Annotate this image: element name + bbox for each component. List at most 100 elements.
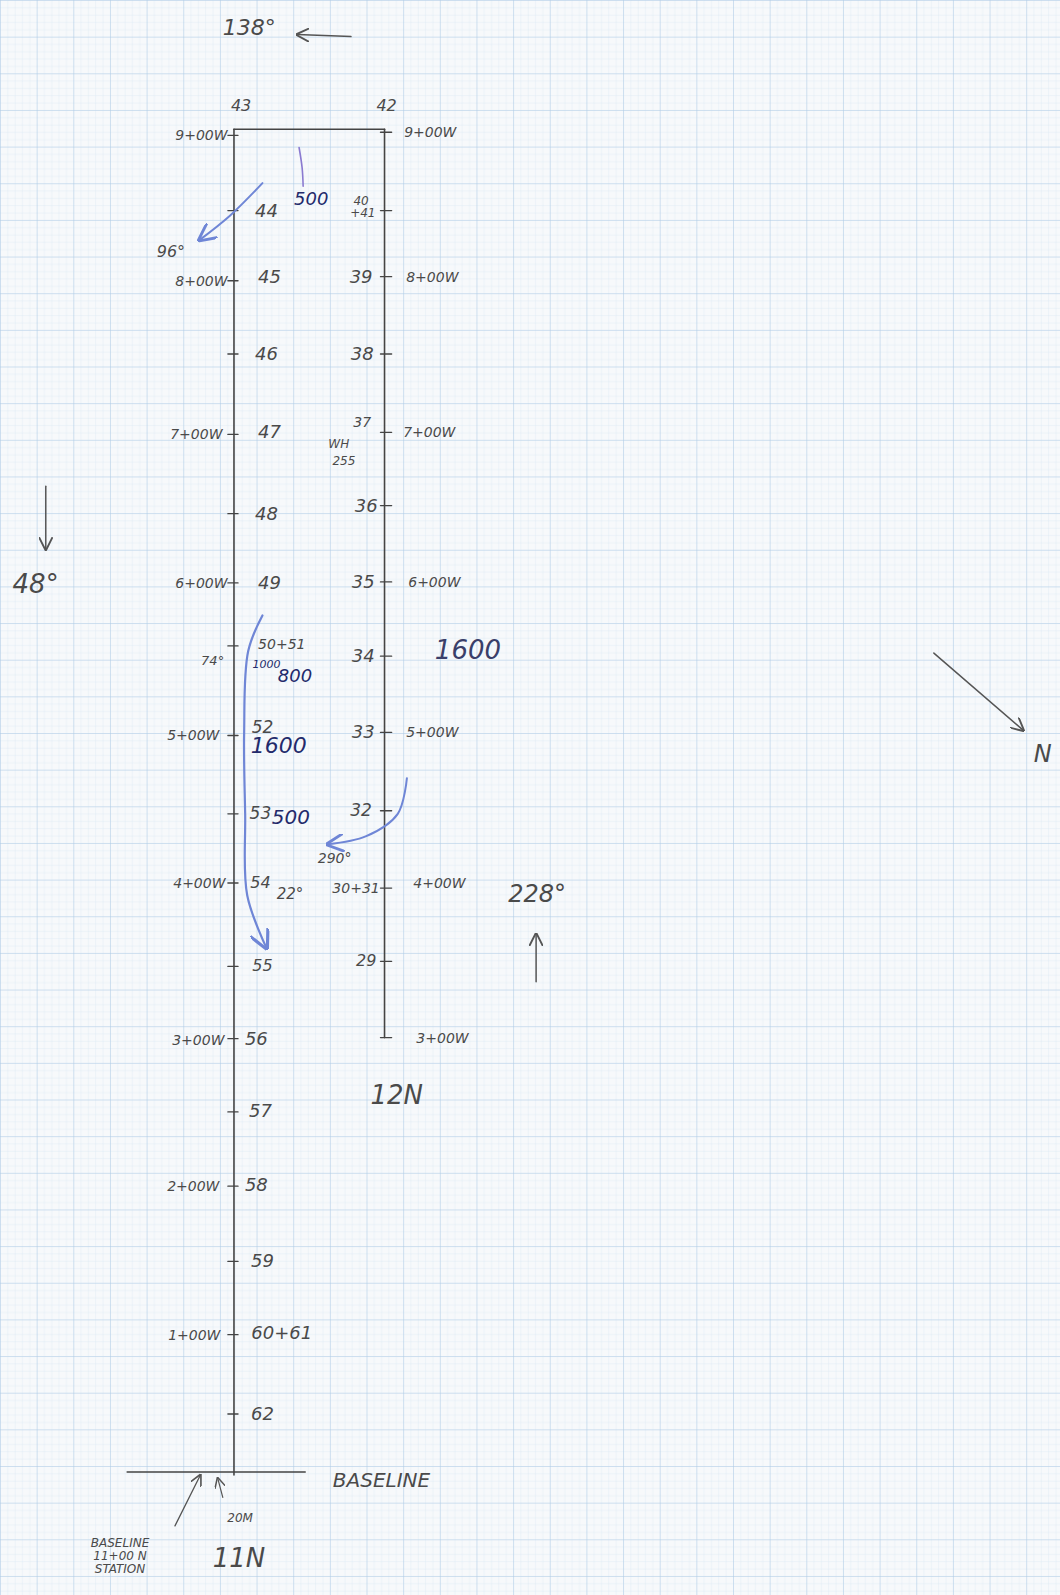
grid-line — [384, 129, 386, 1037]
field-label: 42 — [376, 97, 396, 114]
field-label: 38 — [351, 345, 374, 364]
station-tick — [380, 210, 391, 211]
field-label: 228° — [508, 883, 566, 908]
field-label: 39 — [350, 267, 373, 286]
station-tick — [228, 1261, 238, 1262]
field-label: 36 — [355, 496, 378, 515]
field-label: 12N — [370, 1082, 423, 1109]
field-label: 11N — [213, 1546, 266, 1573]
field-label: 59 — [251, 1252, 274, 1271]
field-label: 46 — [255, 345, 278, 364]
survey-lines — [46, 35, 1024, 1526]
field-label: 500 — [294, 190, 328, 209]
field-label: 43 — [231, 97, 251, 114]
field-label: 6+00W — [408, 575, 460, 590]
field-label: 44 — [255, 201, 278, 220]
field-label: 40 +41 — [350, 195, 372, 220]
field-label: 1+00W — [168, 1327, 220, 1342]
station-tick — [228, 1185, 238, 1186]
field-label: 48 — [255, 504, 278, 523]
field-label: 500 — [272, 806, 310, 827]
station-tick — [228, 582, 238, 583]
field-label: 57 — [249, 1101, 272, 1120]
field-label: 22° — [277, 887, 304, 903]
field-label: 20M — [227, 1511, 253, 1524]
field-label: 54 — [250, 875, 270, 892]
field-label: 4+00W — [413, 876, 465, 891]
field-label: 3+00W — [172, 1032, 224, 1047]
station-tick — [380, 1037, 391, 1038]
field-label: 800 — [278, 667, 312, 686]
station-tick — [228, 353, 238, 354]
field-label: 35 — [352, 572, 375, 591]
field-label: 45 — [258, 267, 281, 286]
field-label: 32 — [350, 802, 372, 820]
station-tick — [380, 732, 391, 733]
field-label: 4+00W — [173, 876, 225, 891]
field-label: 5+00W — [167, 728, 219, 743]
field-label: 48° — [13, 571, 59, 598]
field-label: 8+00W — [406, 269, 458, 284]
offset-arrow — [218, 1478, 223, 1497]
grid-line — [233, 129, 235, 1475]
field-label: 53 — [250, 805, 272, 823]
field-label: BASELINE 11+00 N STATION — [80, 1538, 160, 1576]
field-label: 60+61 — [251, 1323, 312, 1342]
field-label: 47 — [258, 423, 281, 442]
station-tick — [380, 581, 391, 582]
field-label: 5+00W — [406, 725, 458, 740]
field-label: 255 — [332, 455, 355, 468]
baseline — [127, 1471, 305, 1473]
field-label: 3+00W — [416, 1030, 468, 1045]
field-label: 9+00W — [175, 128, 227, 143]
anomaly-arrow — [328, 778, 407, 844]
north-arrow — [934, 653, 1024, 730]
field-label: N — [1034, 742, 1052, 767]
station-tick — [380, 132, 391, 133]
direction-arrow — [535, 934, 537, 982]
direction-arrow — [45, 486, 47, 549]
station-tick — [380, 432, 391, 433]
field-label: 29 — [356, 953, 376, 970]
station-tick — [228, 882, 238, 883]
field-label: 1600 — [251, 734, 307, 757]
station-tick — [380, 961, 391, 962]
field-label: 55 — [252, 958, 272, 975]
field-label: 33 — [352, 723, 375, 742]
station-tick — [380, 353, 391, 354]
field-label: 56 — [245, 1029, 268, 1048]
station-tick — [228, 135, 238, 136]
field-label: 37 — [353, 415, 371, 430]
station-tick — [228, 1413, 238, 1414]
field-label: WH — [328, 437, 349, 450]
field-label: BASELINE — [333, 1470, 430, 1491]
field-label: 96° — [157, 244, 185, 261]
anomaly-arrow — [199, 183, 262, 240]
station-tick — [380, 655, 391, 656]
field-label: 62 — [251, 1405, 274, 1424]
field-label: 58 — [245, 1176, 268, 1195]
field-label: 74° — [201, 654, 224, 668]
station-tick — [380, 887, 391, 888]
field-label: 6+00W — [175, 576, 227, 591]
station-tick — [228, 1334, 238, 1335]
field-label: 8+00W — [175, 273, 227, 288]
station-tick — [228, 513, 238, 514]
station-tick — [228, 645, 238, 646]
station-tick — [380, 505, 391, 506]
field-label: 1600 — [435, 637, 501, 664]
field-label: 50+51 — [258, 637, 305, 652]
direction-arrow — [297, 35, 351, 37]
anomaly-mark — [299, 148, 303, 187]
station-tick — [228, 813, 238, 814]
field-label: 2+00W — [167, 1179, 219, 1194]
station-tick — [228, 966, 238, 967]
field-label: 7+00W — [403, 425, 455, 440]
station-tick — [380, 276, 391, 277]
station-tick — [228, 1038, 238, 1039]
station-tick — [228, 280, 238, 281]
field-label: 138° — [223, 17, 276, 40]
